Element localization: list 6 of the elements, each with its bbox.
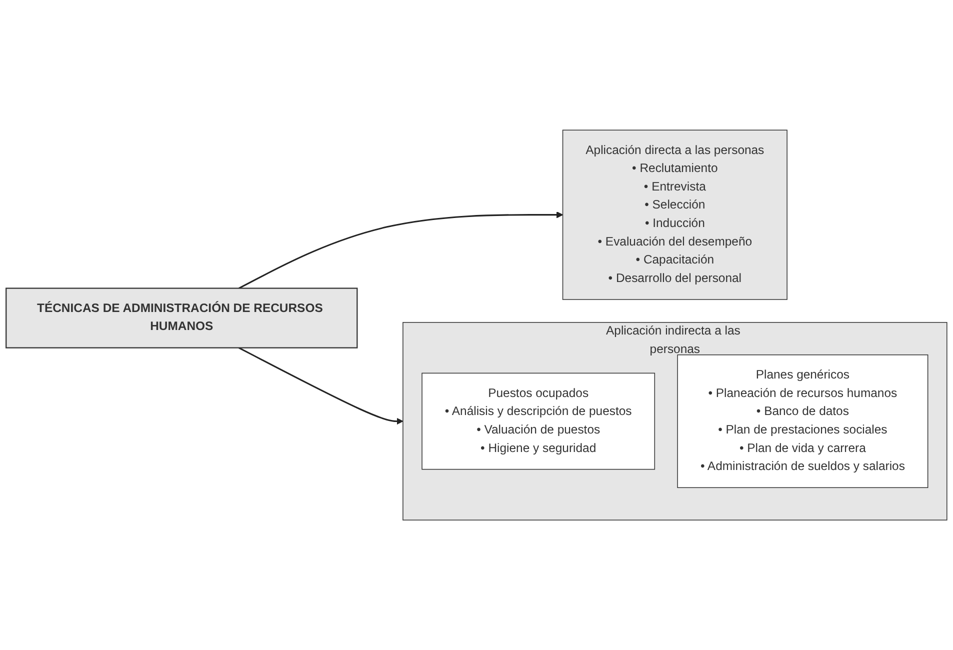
node-box: TÉCNICAS DE ADMINISTRACIÓN DE RECURSOS HUMANOS <box>6 288 358 348</box>
node-box: Aplicación directa a las personas • Reclutamiento • Entrevista • Selección • Inducción • Evaluación del desempeño • Capacitación • Desarrollo del personal <box>562 130 788 300</box>
arrow <box>238 347 404 424</box>
arrow <box>238 211 564 289</box>
node-box: Puestos ocupados • Análisis y descripción de puestos • Valuación de puestos • Higiene y seguridad <box>422 372 656 470</box>
node-box: Planes genéricos • Planeación de recursos humanos • Banco de datos • Plan de prestaciones sociales • Plan de vida y carrera • Administración de sueldos y salarios <box>677 354 928 488</box>
